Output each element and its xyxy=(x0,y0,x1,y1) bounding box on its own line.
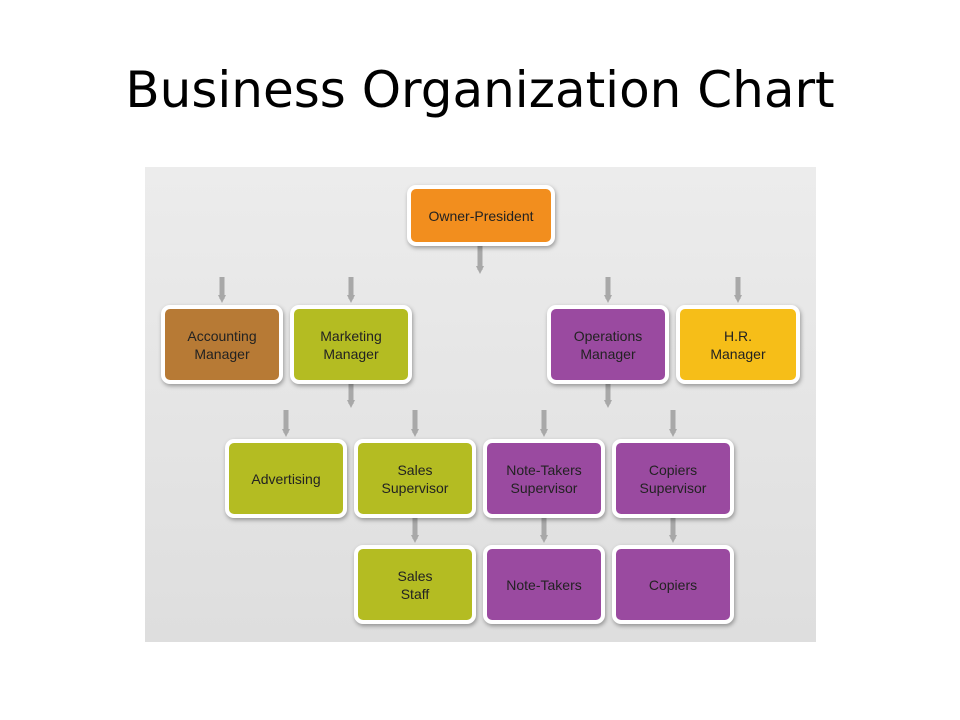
node-hr-manager: H.R. Manager xyxy=(676,305,800,384)
org-chart-connectors xyxy=(218,245,742,543)
node-copiers: Copiers xyxy=(612,545,734,624)
node-copiers-supervisor: Copiers Supervisor xyxy=(612,439,734,518)
node-note-takers-supervisor: Note-Takers Supervisor xyxy=(483,439,605,518)
node-sales-staff: Sales Staff xyxy=(354,545,476,624)
org-chart-panel: Owner-President Accounting Manager Marke… xyxy=(145,167,816,642)
node-note-takers: Note-Takers xyxy=(483,545,605,624)
node-operations-manager: Operations Manager xyxy=(547,305,669,384)
node-accounting-manager: Accounting Manager xyxy=(161,305,283,384)
node-owner-president: Owner-President xyxy=(407,185,555,246)
node-sales-supervisor: Sales Supervisor xyxy=(354,439,476,518)
node-marketing-manager: Marketing Manager xyxy=(290,305,412,384)
node-advertising: Advertising xyxy=(225,439,347,518)
slide-title: Business Organization Chart xyxy=(125,61,835,119)
